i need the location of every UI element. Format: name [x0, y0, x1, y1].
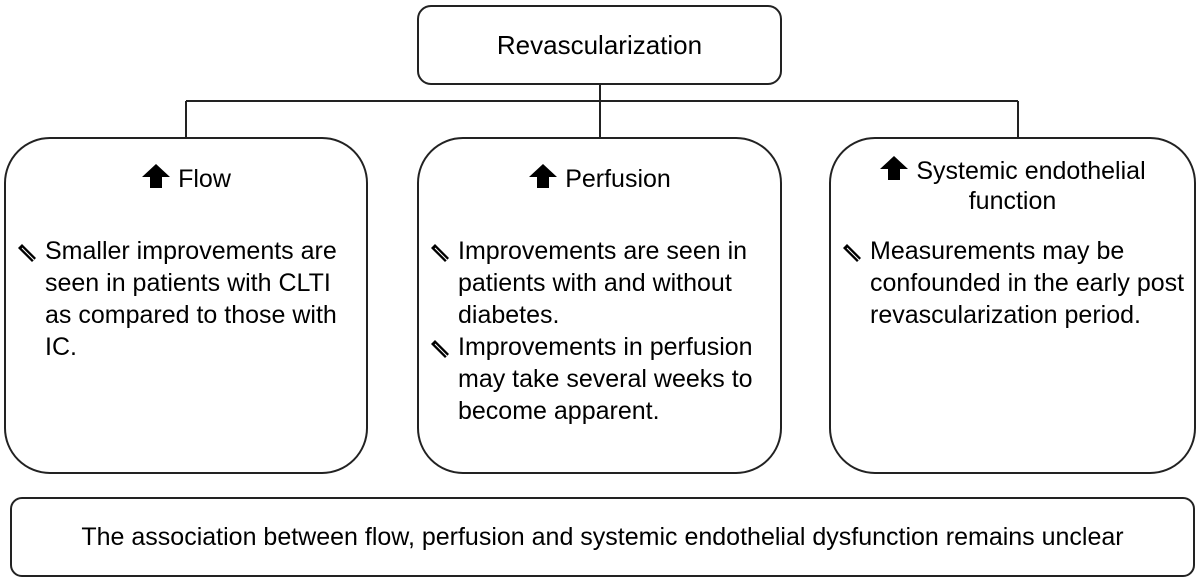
card-title-text: Perfusion: [565, 165, 671, 193]
bullet-text: Smaller improvements are seen in patient…: [45, 237, 337, 361]
card-title-line: function: [968, 187, 1057, 215]
list-item: Improvements are seen in patients with a…: [429, 235, 774, 331]
conclusion-box: The association between flow, perfusion …: [10, 497, 1195, 577]
bullet-list: Smaller improvements are seen in patient…: [16, 235, 356, 363]
conclusion-text: The association between flow, perfusion …: [81, 523, 1124, 551]
up-arrow-icon: [880, 156, 909, 180]
list-item: Measurements may be confounded in the ea…: [841, 235, 1186, 331]
bullet-text: Measurements may be confounded in the ea…: [870, 237, 1185, 329]
up-arrow-icon: [142, 164, 171, 188]
bullet-text: Improvements are seen in patients with a…: [458, 237, 748, 329]
card-title: Perfusion: [419, 163, 780, 194]
pencil-icon: [842, 243, 861, 262]
card-title-text: Flow: [178, 165, 231, 193]
bullet-list: Measurements may be confounded in the ea…: [841, 235, 1186, 331]
bullet-list: Improvements are seen in patients with a…: [429, 235, 774, 427]
up-arrow-icon: [529, 164, 558, 188]
card-systemic-endothelial-function: Systemic endothelial function Measuremen…: [829, 137, 1196, 474]
card-title: Flow: [6, 163, 366, 194]
card-perfusion: Perfusion Improvements are seen in patie…: [417, 137, 782, 474]
pencil-icon: [17, 243, 36, 262]
bullet-text: Improvements in perfusion may take sever…: [458, 333, 753, 425]
card-title-line: Systemic endothelial: [831, 155, 1194, 186]
pencil-icon: [430, 339, 449, 358]
card-flow: Flow Smaller improvements are seen in pa…: [4, 137, 368, 474]
card-title-line: Flow: [6, 163, 366, 194]
root-label: Revascularization: [496, 29, 703, 60]
root-node: Revascularization: [417, 5, 782, 85]
pencil-icon: [430, 243, 449, 262]
card-title-text: Systemic endothelial: [916, 157, 1146, 185]
card-title-line: Perfusion: [419, 163, 780, 194]
list-item: Smaller improvements are seen in patient…: [16, 235, 356, 363]
card-title: Systemic endothelial function: [831, 155, 1194, 216]
list-item: Improvements in perfusion may take sever…: [429, 331, 774, 427]
